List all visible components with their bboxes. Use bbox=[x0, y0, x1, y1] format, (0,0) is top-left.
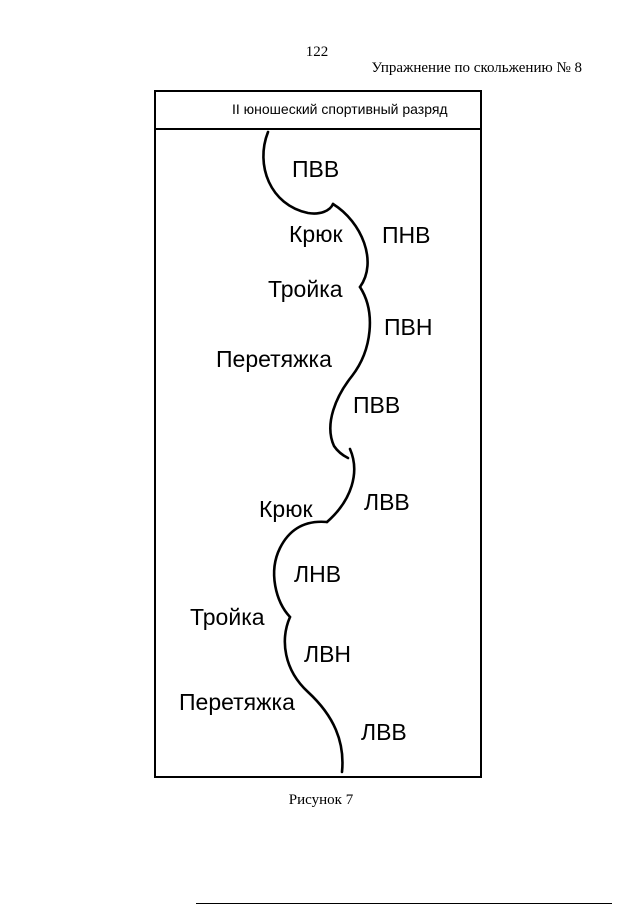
diagram-frame: II юношеский спортивный разряд bbox=[154, 90, 482, 778]
label-lvv-2: ЛВВ bbox=[361, 719, 407, 745]
label-pvv-2: ПВВ bbox=[353, 392, 401, 418]
trace-segment-lvv-1 bbox=[325, 447, 356, 524]
label-peretyazhka-1: Перетяжка bbox=[216, 346, 332, 372]
rank-title: II юношеский спортивный разряд bbox=[232, 101, 448, 117]
bottom-edge-line bbox=[196, 903, 612, 904]
trace-segment-lvn-lvv bbox=[283, 615, 344, 774]
page-number: 122 bbox=[305, 44, 329, 60]
label-pvn: ПВН bbox=[384, 314, 433, 340]
label-lvv-1: ЛВВ bbox=[364, 489, 410, 515]
figure-caption: Рисунок 7 bbox=[288, 792, 354, 808]
trace-segment-pvn-pvv bbox=[329, 285, 372, 460]
label-pnv: ПНВ bbox=[382, 222, 431, 248]
label-kryuk-1: Крюк bbox=[289, 221, 343, 247]
label-peretyazhka-2: Перетяжка bbox=[179, 689, 295, 715]
diagram-header: II юношеский спортивный разряд bbox=[156, 92, 480, 130]
label-lvn: ЛВН bbox=[304, 641, 352, 667]
label-kryuk-2: Крюк bbox=[259, 496, 313, 522]
exercise-title: Упражнение по скольжению № 8 bbox=[371, 60, 582, 76]
label-lnv: ЛНВ bbox=[294, 561, 342, 587]
label-troyka-2: Тройка bbox=[190, 604, 265, 630]
label-pvv-1: ПВВ bbox=[292, 156, 340, 182]
trace-segment-lnv bbox=[272, 520, 329, 619]
trace-segment-pnv bbox=[331, 202, 369, 289]
trace-segment-pvv-1 bbox=[262, 130, 335, 215]
label-troyka-1: Тройка bbox=[268, 276, 343, 302]
